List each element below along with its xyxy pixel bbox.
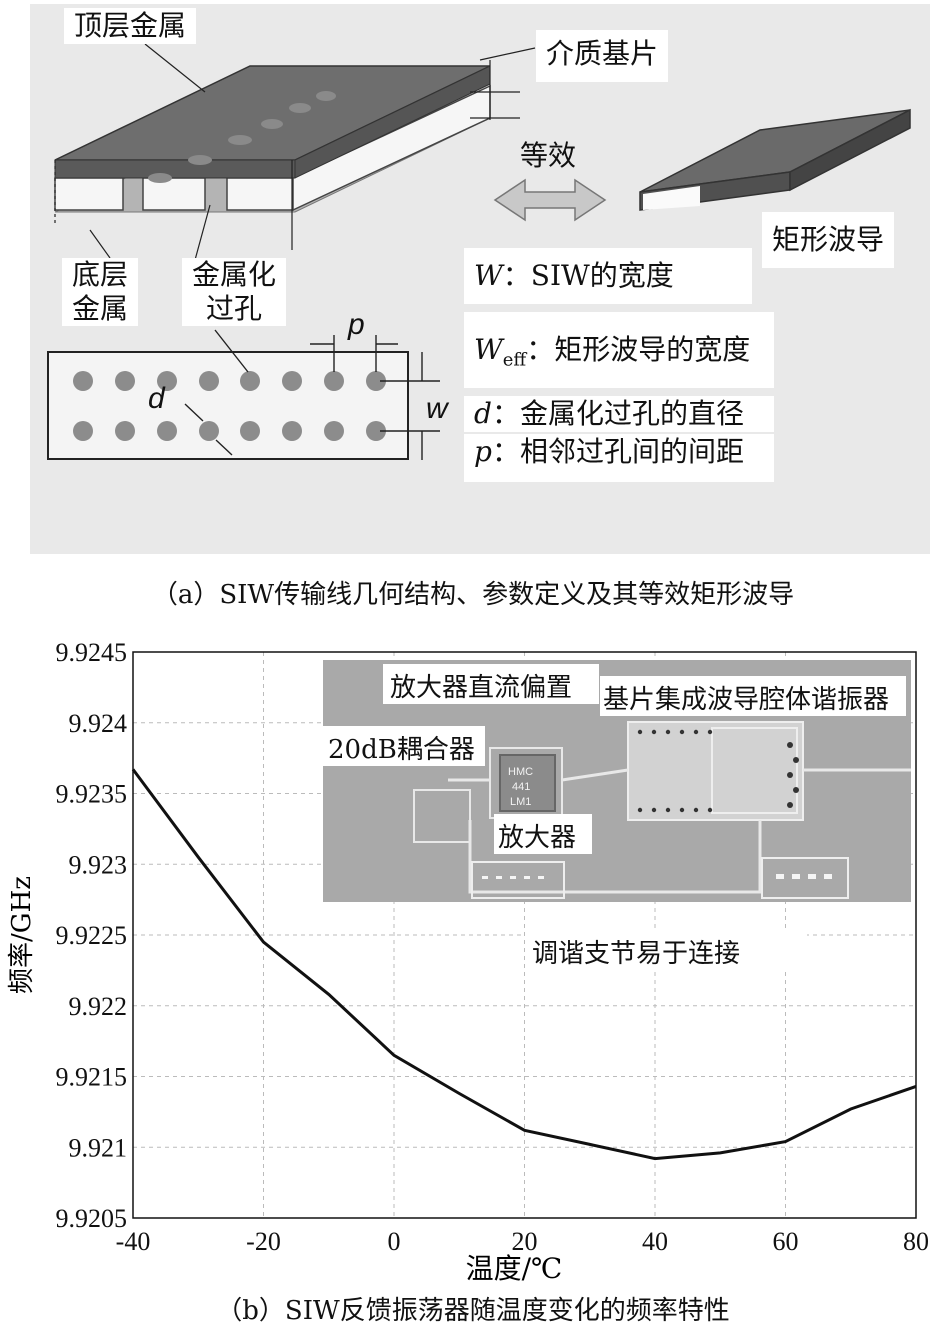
legend-symbol-p: p [474, 435, 492, 468]
y-axis-label: 频率/GHz [7, 876, 37, 994]
inset-stub-right [761, 857, 849, 899]
inset-chip-text-2: 441 [512, 781, 530, 793]
legend-text-w: ：SIW的宽度 [502, 259, 674, 292]
legend-symbol-d: d [474, 397, 492, 430]
dim-label-d: d [148, 382, 165, 415]
y-tick-label: 9.923 [69, 850, 128, 879]
x-tick-label: 40 [642, 1227, 668, 1256]
inset-label-bg-coupler [323, 726, 485, 766]
rect-waveguide-drawing [639, 108, 911, 211]
y-tick-label: 9.9225 [56, 921, 128, 950]
x-tick-labels: -40 -20 0 20 40 60 80 [116, 1227, 929, 1256]
legend-symbol-w: W [474, 259, 503, 292]
thickness-dimensions [54, 60, 520, 250]
series-line [131, 768, 917, 1161]
label-via-line1: 金属化 [192, 258, 277, 291]
inset-label-amp-bias: 放大器直流偏置 [390, 673, 572, 703]
y-tick-label: 9.921 [69, 1133, 128, 1162]
inset-chip-text-3: LM1 [510, 796, 531, 808]
leader-lines [89, 43, 536, 261]
y-tick-label: 9.9205 [56, 1204, 128, 1233]
label-bottom-metal-line2: 金属 [72, 292, 129, 325]
inset-chip [499, 754, 556, 812]
inset-chip-text-1: HMC [508, 766, 533, 778]
frequency-temperature-chart: HMC 441 LM1 放大器直流偏置 基片集成波导腔体谐振器 20dB耦合器 [7, 638, 929, 1285]
legend-item-d: d：金属化过孔的直径 [464, 396, 774, 432]
label-rect-waveguide: 矩形波导 [762, 212, 895, 268]
inset-label-bg-amplifier [494, 814, 592, 854]
inset-label-amplifier: 放大器 [498, 823, 576, 853]
y-tick-label: 9.9235 [56, 780, 128, 809]
inset-cavity [627, 721, 804, 821]
inset-label-bg-stubs [525, 930, 807, 970]
inset-label-bg-cavity [600, 676, 906, 716]
inset-label-cavity: 基片集成波导腔体谐振器 [603, 685, 889, 715]
equivalence-arrow [493, 178, 607, 222]
y-tick-label: 9.9215 [56, 1063, 128, 1092]
legend-text-d: ：金属化过孔的直径 [491, 397, 744, 430]
caption-b: （b）SIW反馈振荡器随温度变化的频率特性 [216, 1296, 730, 1326]
label-via-line2: 过孔 [206, 292, 263, 325]
x-tick-label: 20 [512, 1227, 538, 1256]
inset-label-coupler: 20dB耦合器 [328, 735, 475, 765]
legend-item-w: W：SIW的宽度 [464, 248, 752, 304]
y-tick-label: 9.9245 [56, 638, 128, 667]
x-axis-label: 温度/℃ [466, 1252, 563, 1285]
inset-traces [448, 768, 911, 894]
label-via: 金属化 过孔 [182, 258, 287, 326]
inset-stub-left [471, 861, 565, 899]
x-tick-label: 0 [388, 1227, 401, 1256]
legend-sub-weff: eff [502, 349, 527, 371]
inset-label-stubs: 调谐支节易于连接 [532, 939, 740, 969]
siw-structure-diagram [47, 43, 911, 460]
label-bottom-metal: 底层 金属 [62, 258, 139, 326]
legend-item-weff: Weff：矩形波导的宽度 [464, 312, 774, 388]
x-tick-label: 60 [773, 1227, 799, 1256]
legend-item-p: p：相邻过孔间的间距 [464, 434, 774, 482]
x-tick-label: -40 [116, 1227, 151, 1256]
inset-cavity-vias [637, 729, 799, 813]
inset-stub-dots [482, 874, 832, 879]
inset-cavity-inner [711, 727, 798, 814]
x-tick-label: 80 [903, 1227, 929, 1256]
y-tick-labels: 9.9205 9.921 9.9215 9.922 9.9225 9.923 9.9235 9… [56, 638, 128, 1233]
plot-frame [132, 651, 917, 1219]
top-via-marks [148, 91, 336, 183]
via-array-box [47, 351, 409, 460]
substrate-layer [54, 84, 491, 212]
inset-photo: HMC 441 LM1 放大器直流偏置 基片集成波导腔体谐振器 20dB耦合器 [323, 660, 911, 970]
inset-label-bg-amp-bias [383, 664, 599, 704]
label-bottom-metal-line1: 底层 [72, 258, 129, 291]
y-tick-label: 9.922 [69, 992, 128, 1021]
dim-label-w: w [426, 392, 448, 425]
via-array [73, 371, 386, 441]
legend-symbol-weff: W [474, 333, 503, 366]
label-equivalent: 等效 [520, 139, 577, 172]
legend-text-p: ：相邻过孔间的间距 [491, 435, 744, 468]
legend-text-weff: ：矩形波导的宽度 [526, 333, 751, 366]
caption-a: （a）SIW传输线几何结构、参数定义及其等效矩形波导 [151, 580, 795, 610]
label-substrate: 介质基片 [536, 30, 669, 82]
array-dimensions [184, 329, 440, 460]
x-tick-label: -20 [246, 1227, 281, 1256]
label-top-metal: 顶层金属 [64, 8, 197, 44]
y-tick-label: 9.924 [69, 709, 128, 738]
inset-coupler-box [413, 789, 471, 843]
dim-label-p: p [348, 308, 365, 341]
